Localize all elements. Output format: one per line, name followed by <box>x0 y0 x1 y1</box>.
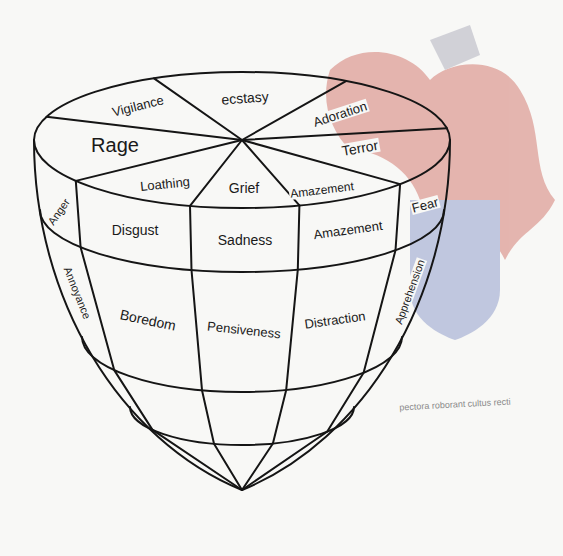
emotion-label: Distraction <box>303 309 368 331</box>
crest-watermark <box>326 25 555 340</box>
top-face <box>34 72 450 208</box>
sector-line <box>242 128 447 140</box>
ring <box>82 337 402 392</box>
emotion-label: Terror <box>340 138 380 158</box>
emotion-label: ecstasy <box>220 89 270 106</box>
emotion-label: Loathing <box>139 175 192 193</box>
emotion-label: Apprehension <box>393 257 427 326</box>
emotion-label: Amazement <box>288 180 355 200</box>
sector-line <box>190 206 242 490</box>
watermark-text: pectora roborant cultus recti <box>398 398 512 413</box>
cone-outline <box>34 140 450 490</box>
emotion-label: Sadness <box>217 233 273 247</box>
emotion-label: Rage <box>90 135 140 155</box>
emotion-label: Grief <box>228 181 260 195</box>
ring <box>130 407 354 445</box>
emotion-label: Annoyance <box>61 264 93 321</box>
emotion-label: Disgust <box>111 223 160 237</box>
emotion-label: Anger <box>46 196 73 228</box>
sector-line <box>190 140 242 206</box>
emotion-label: Fear <box>409 195 440 215</box>
sector-line <box>242 205 299 490</box>
emotion-label: Vigilance <box>110 93 166 119</box>
cone-lines <box>34 72 450 490</box>
emotion-label: Pensiveness <box>206 320 283 341</box>
emotion-label: Boredom <box>118 307 178 333</box>
crest-helm <box>430 25 480 70</box>
sector-line <box>76 181 242 490</box>
emotion-label: Adoration <box>311 99 370 129</box>
sector-line <box>47 117 243 140</box>
ring <box>40 210 444 272</box>
emotion-label: Amazement <box>312 219 384 242</box>
